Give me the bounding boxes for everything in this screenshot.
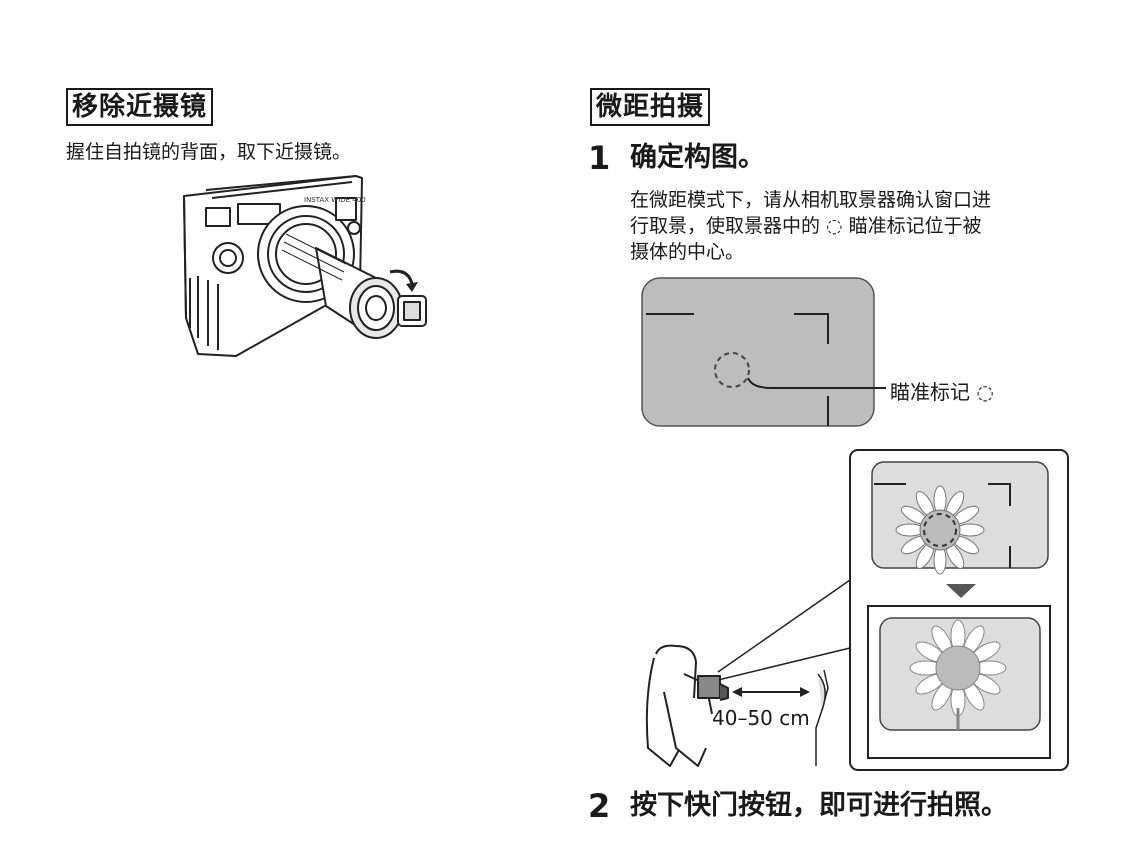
remove-lens-instruction: 握住自拍镜的背面，取下近摄镜。 (66, 141, 352, 163)
step-1-number: 1 (588, 139, 611, 177)
step-2-title: 按下快门按钮，即可进行拍照。 (630, 790, 1008, 821)
down-arrow-icon (946, 584, 976, 598)
aim-mark-label: 瞄准标记 ◌ (890, 380, 994, 404)
section-title-remove-lens: 移除近摄镜 (66, 88, 214, 126)
sunflower-small-icon (895, 485, 985, 575)
step-1-description-line-2: 行取景，使取景器中的 ◌ 瞄准标记位于被 (630, 215, 982, 237)
step-2-number: 2 (588, 787, 611, 825)
step-1-description-line-3: 摄体的中心。 (630, 241, 745, 263)
distance-label: 40–50 cm (712, 706, 810, 730)
camera-illustration: INSTAX WIDE 400 (183, 175, 427, 357)
side-flower-icon (815, 669, 829, 766)
viewfinder-diagram (641, 277, 886, 427)
sunflower-large-icon (909, 619, 1007, 730)
photographer-figure (645, 644, 729, 767)
aim-mark-icon (714, 352, 750, 388)
svg-text:INSTAX WIDE 400: INSTAX WIDE 400 (304, 196, 366, 204)
step-1-description-line-1: 在微距模式下，请从相机取景器确认窗口进 (630, 189, 992, 211)
rotate-arrow-icon (389, 269, 414, 285)
step-1-title: 确定构图。 (630, 142, 765, 173)
section-title-macro: 微距拍摄 (590, 88, 711, 126)
macro-shooting-illustration (645, 449, 1069, 771)
